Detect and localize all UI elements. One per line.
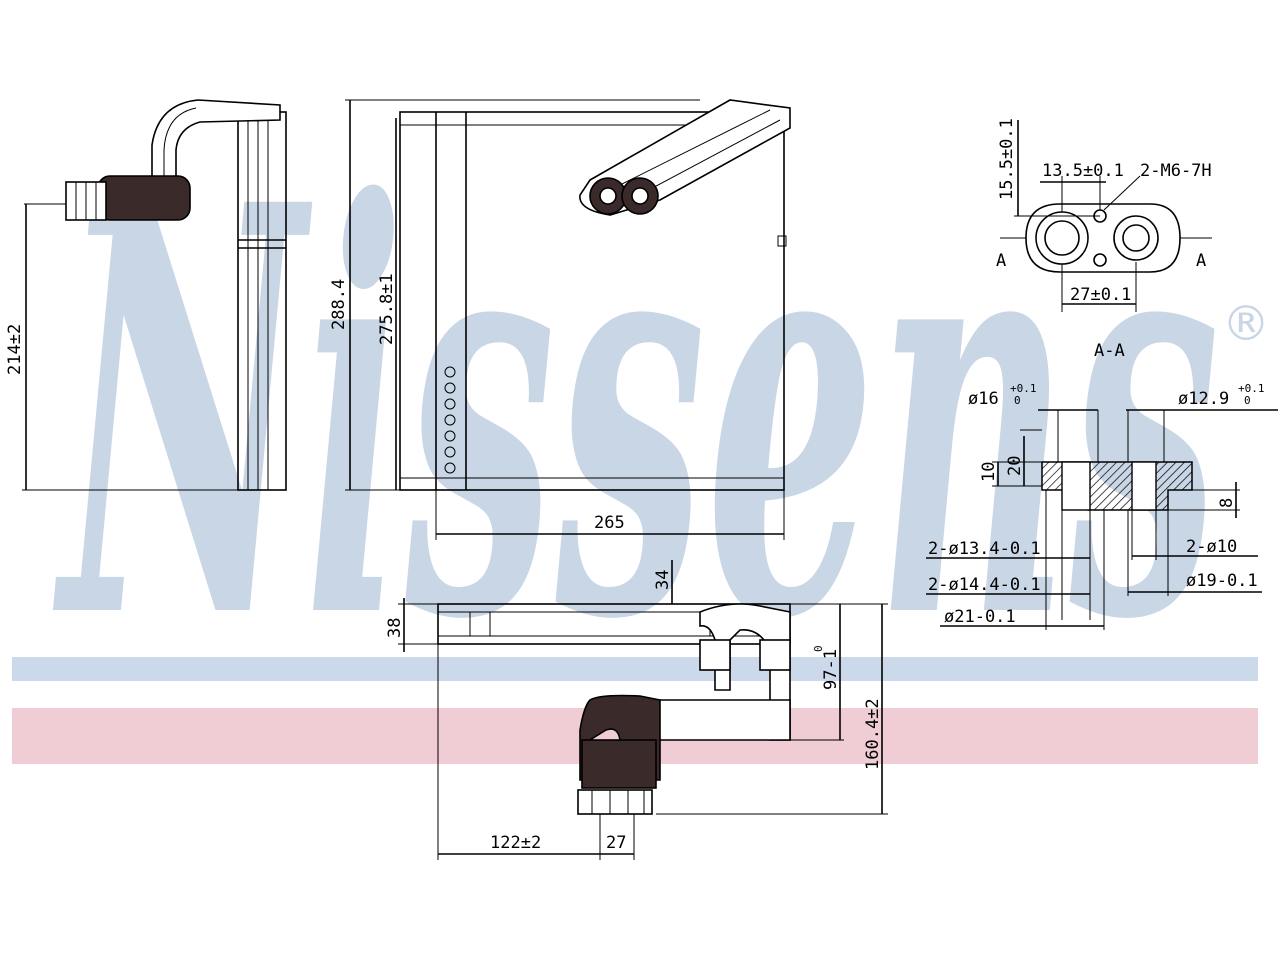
top-view: 38 34 160.4±2 97-1 0 122±2 27 — [385, 560, 888, 860]
front-height-inner-label: 275.8±1 — [377, 273, 397, 345]
aa-depth-10-label: 10 — [979, 462, 999, 482]
port-column — [444, 366, 456, 474]
aa-right-bore-tol-low: 0 — [1244, 394, 1251, 407]
top-pipe-offset-label: 97-1 — [821, 649, 841, 690]
aa-right-bore-label: ø12.9 — [1178, 389, 1229, 409]
aa-depth-8-label: 8 — [1217, 498, 1237, 508]
aa-dia-134-label: 2-ø13.4-0.1 — [928, 539, 1041, 559]
section-mark-right: A — [1196, 251, 1206, 271]
registered-mark: ® — [1222, 296, 1270, 352]
flange-thread-label: 2-M6-7H — [1140, 161, 1212, 181]
section-title: A-A — [1094, 341, 1125, 361]
aa-left-bore-label: ø16 — [968, 389, 999, 409]
aa-left-bore-tol-low: 0 — [1014, 394, 1021, 407]
aa-dia-19-label: ø19-0.1 — [1186, 571, 1258, 591]
top-pipe-height-label: 160.4±2 — [863, 698, 883, 770]
aa-dia-10-label: 2-ø10 — [1186, 537, 1237, 557]
section-mark-left: A — [996, 251, 1006, 271]
aa-left-bore-tol: +0.1 — [1010, 382, 1037, 395]
flange-vertical-label: 15.5±0.1 — [997, 118, 1017, 200]
side-height-label: 214±2 — [5, 324, 25, 375]
aa-right-bore-tol: +0.1 — [1238, 382, 1265, 395]
watermark-stripe-blue — [12, 657, 1258, 681]
side-view: 214±2 — [5, 99, 287, 491]
front-height-outer-label: 288.4 — [329, 279, 349, 330]
aa-dia-21-label: ø21-0.1 — [944, 607, 1016, 627]
top-pipe-offset-tol: 0 — [812, 645, 825, 652]
front-view: 288.4 275.8±1 265 — [329, 99, 791, 540]
flange-spacing-label: 13.5±0.1 — [1042, 161, 1124, 181]
front-width-label: 265 — [594, 513, 625, 533]
top-x-offset-label: 122±2 — [490, 833, 541, 853]
top-fitting-width-label: 27 — [606, 833, 626, 853]
aa-dia-144-label: 2-ø14.4-0.1 — [928, 575, 1041, 595]
flange-center-distance-label: 27±0.1 — [1070, 285, 1131, 305]
top-offset-label: 34 — [653, 570, 673, 590]
top-depth-label: 38 — [385, 618, 405, 638]
aa-depth-20-label: 20 — [1005, 456, 1025, 476]
flange-view: 15.5±0.1 13.5±0.1 2-M6-7H 27±0.1 A A A-A — [996, 118, 1212, 361]
section-aa: ø16 +0.1 0 ø12.9 +0.1 0 10 20 8 2-ø13.4-… — [926, 382, 1278, 630]
